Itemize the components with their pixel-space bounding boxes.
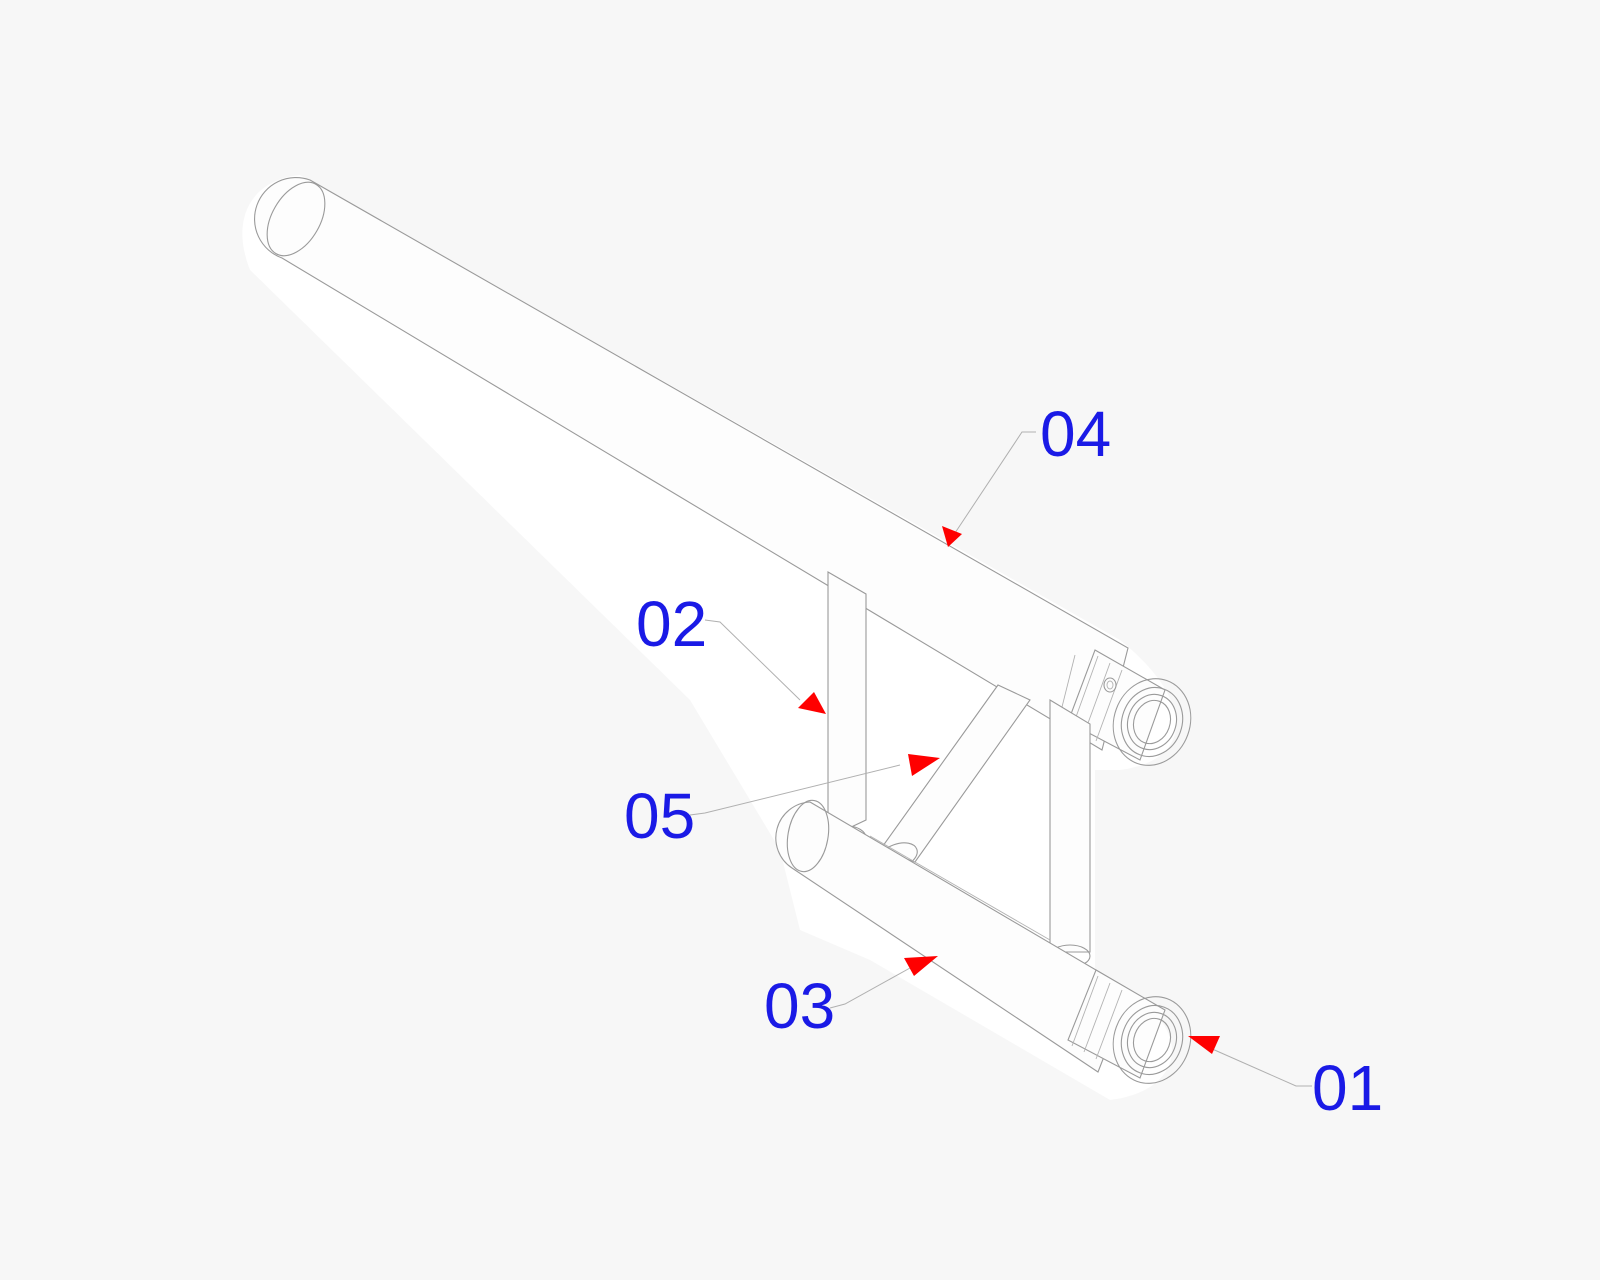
callout-01-label: 01 <box>1312 1052 1383 1124</box>
callout-05: 05 <box>624 754 940 852</box>
callout-02: 02 <box>636 588 826 714</box>
callout-03: 03 <box>764 956 938 1042</box>
callout-01-arrowhead <box>1188 1036 1220 1054</box>
vertical-brace-left <box>827 571 867 851</box>
callout-05-arrowhead <box>908 754 940 776</box>
lower-chord-tube <box>775 799 1131 1073</box>
callout-03-arrowhead <box>904 956 938 976</box>
callout-02-arrowhead <box>798 692 826 714</box>
drawing-glow <box>242 175 1177 1100</box>
upper-spigot-connector <box>1067 649 1192 766</box>
callout-03-label: 03 <box>764 970 835 1042</box>
callout-02-label: 02 <box>636 588 707 660</box>
lower-spigot-connector <box>1067 969 1192 1084</box>
upper-chord-tube <box>254 177 1129 751</box>
callout-05-label: 05 <box>624 780 695 852</box>
callout-01: 01 <box>1188 1036 1383 1124</box>
callout-04-label: 04 <box>1040 398 1111 470</box>
vertical-brace-right <box>1049 699 1091 968</box>
callout-04: 04 <box>942 398 1111 547</box>
callout-04-arrowhead <box>942 526 962 547</box>
